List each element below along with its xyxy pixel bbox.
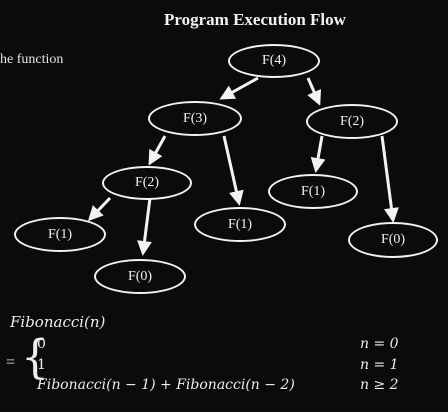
edge-f2r-f0 [380,135,399,223]
case-0-condition: n = 0 [360,336,399,352]
node-f2-left: F(2) [102,166,192,200]
case-0-value: 0 [37,336,46,352]
diagram-title: Program Execution Flow [164,10,346,29]
formula-brace: { [21,330,49,385]
formula-lhs: Fibonacci(n) [10,313,106,331]
edge-f2r-f1 [310,135,326,173]
edge-f3-f2 [148,135,167,166]
node-f2-right: F(2) [306,104,398,139]
case-1-condition: n = 1 [360,357,399,373]
case-2-condition: n ≥ 2 [360,377,399,393]
edge-f4-f3 [219,76,259,100]
formula-equals: = [6,354,16,371]
case-2-value: Fibonacci(n − 1) + Fibonacci(n − 2) [37,377,295,393]
node-f1-mid: F(1) [194,207,286,242]
edge-f2l-f1 [87,196,112,222]
partial-text: he function [0,52,64,67]
node-f1-left: F(1) [14,217,106,252]
node-f0-left: F(0) [94,259,186,294]
edge-f3-f1 [222,135,244,206]
node-f4: F(4) [228,44,320,78]
node-f1-right: F(1) [268,174,358,209]
case-1-value: 1 [37,357,46,373]
edge-f4-f2 [306,77,322,106]
edge-f2l-f0 [137,197,152,256]
node-f3: F(3) [148,101,242,136]
node-f0-right: F(0) [348,222,438,258]
